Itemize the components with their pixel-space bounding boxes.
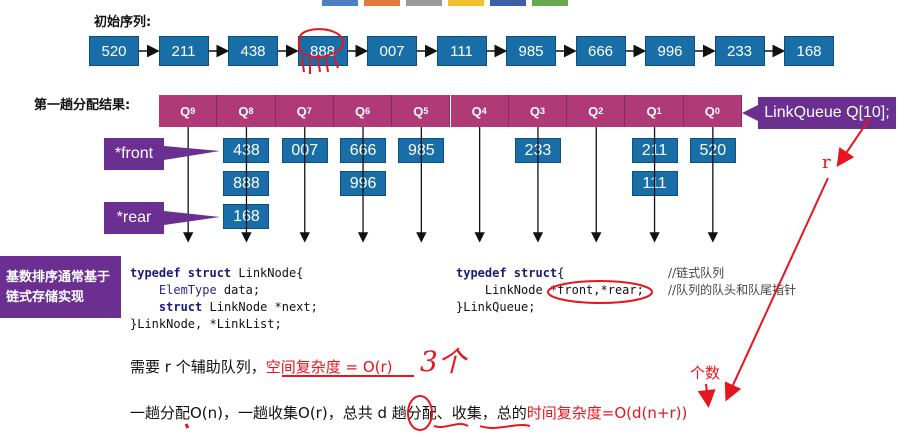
queue-index: 8	[248, 106, 254, 116]
code-linkqueue-line3: }LinkQueue;	[456, 300, 536, 314]
time-complexity-note: 一趟分配O(n)，一趟收集O(r)，总共 d 趟分配、收集，总的时间复杂度=O(…	[130, 402, 687, 423]
handwritten-circle-888	[297, 28, 345, 58]
handwritten-underline-shouji	[479, 424, 531, 429]
sequence-box-233: 233	[714, 36, 765, 66]
sequence-box-666: 666	[575, 36, 626, 66]
handwritten-three: 3个	[420, 345, 466, 378]
front-pointer-callout: *front	[104, 138, 164, 170]
queue-letter: Q	[704, 103, 715, 119]
front-pointer-tail	[164, 146, 220, 160]
time-note-prefix: 一趟分配O(n)，一趟收集O(r)，总共 d 趟分配、收集，总的	[130, 404, 527, 422]
sequence-box-520: 520	[89, 36, 139, 66]
code-linkqueue-comment2: //队列的队头和队尾指针	[668, 283, 797, 297]
queue-index: 6	[365, 106, 371, 116]
queue-index: 9	[190, 106, 196, 116]
queue-down-arrows	[182, 127, 719, 243]
top-strip-gray	[406, 0, 442, 6]
queue-letter: Q	[354, 103, 366, 119]
handwritten-r: r	[822, 152, 831, 173]
top-strip-navy	[490, 0, 526, 6]
linkqueue-callout: LinkQueue Q[10];	[758, 97, 896, 129]
queue-letter: Q	[471, 103, 482, 119]
handwritten-squiggle-888	[301, 55, 339, 74]
space-note-highlight: 空间复杂度 = O(r)	[265, 358, 393, 376]
queue-index: 3	[540, 106, 546, 116]
code-linkqueue-kw1: typedef struct	[456, 266, 558, 280]
queue-index: 5	[423, 106, 429, 116]
code-linkqueue: typedef struct{ LinkNode *front,*rear; }…	[456, 265, 644, 316]
sequence-box-007: 007	[367, 36, 417, 66]
queue-letter: Q	[588, 103, 599, 119]
code-linknode: typedef struct LinkNode{ ElemType data; …	[130, 265, 318, 333]
initial-sequence-label: 初始序列:	[94, 15, 152, 30]
linked-implementation-text: 基数排序通常基于链式存储实现	[6, 269, 111, 304]
queue-letter: Q	[529, 103, 540, 119]
code-linkqueue-line2: LinkNode *front,*rear;	[484, 283, 644, 297]
sequence-box-168: 168	[784, 36, 834, 66]
queue-letter: Q	[413, 103, 424, 119]
queue-letter: Q	[180, 103, 191, 119]
top-strip-yellow	[448, 0, 484, 6]
queue-index: 2	[598, 106, 604, 116]
rear-pointer-tail	[164, 211, 220, 225]
handwritten-oval-front-rear	[547, 280, 653, 304]
queue-index: 7	[306, 106, 312, 116]
handwritten-dot	[184, 423, 190, 429]
queue-letter: Q	[646, 103, 657, 119]
space-complexity-note: 需要 r 个辅助队列，空间复杂度 = O(r)	[130, 356, 393, 377]
sequence-box-438: 438	[228, 36, 278, 66]
code-linkqueue-comment1: //链式队列	[668, 266, 725, 280]
queue-index: 4	[481, 106, 487, 116]
red-arrow-r-to-n	[724, 177, 829, 402]
red-arrow-to-r	[836, 117, 871, 167]
handwritten-circle-d	[407, 395, 433, 431]
code-linknode-line4: }LinkNode, *LinkList;	[130, 317, 282, 331]
linkqueue-pointer-tail	[742, 105, 758, 121]
rear-pointer-callout: *rear	[104, 202, 164, 234]
code-linkqueue-rest1: {	[557, 266, 565, 280]
time-note-highlight: 时间复杂度=O(d(n+r))	[526, 404, 688, 422]
code-linknode-type: ElemType	[158, 283, 217, 297]
top-strip-orange	[364, 0, 400, 6]
code-linknode-rest3: LinkNode *next;	[202, 300, 318, 314]
code-linknode-kw3: struct	[158, 300, 203, 314]
top-strip-blue	[322, 0, 358, 6]
code-linknode-rest2: data;	[216, 283, 261, 297]
space-note-prefix: 需要 r 个辅助队列，	[130, 358, 266, 376]
queue-letter: Q	[238, 103, 249, 119]
queue-index: 1	[656, 106, 662, 116]
queue-index: 0	[714, 106, 720, 116]
linked-implementation-callout: 基数排序通常基于链式存储实现	[0, 256, 121, 318]
top-strip-green	[532, 0, 568, 6]
queue-letter: Q	[296, 103, 307, 119]
red-arrow-count	[697, 383, 716, 408]
sequence-box-985: 985	[506, 36, 556, 66]
pass-label: 第一趟分配结果:	[34, 98, 131, 113]
code-linknode-kw1: typedef struct	[130, 266, 232, 280]
handwritten-count: 个数	[690, 364, 721, 382]
sequence-box-996: 996	[645, 36, 695, 66]
code-linknode-rest1: LinkNode{	[231, 266, 304, 280]
handwritten-underline-fenpei	[433, 423, 469, 428]
